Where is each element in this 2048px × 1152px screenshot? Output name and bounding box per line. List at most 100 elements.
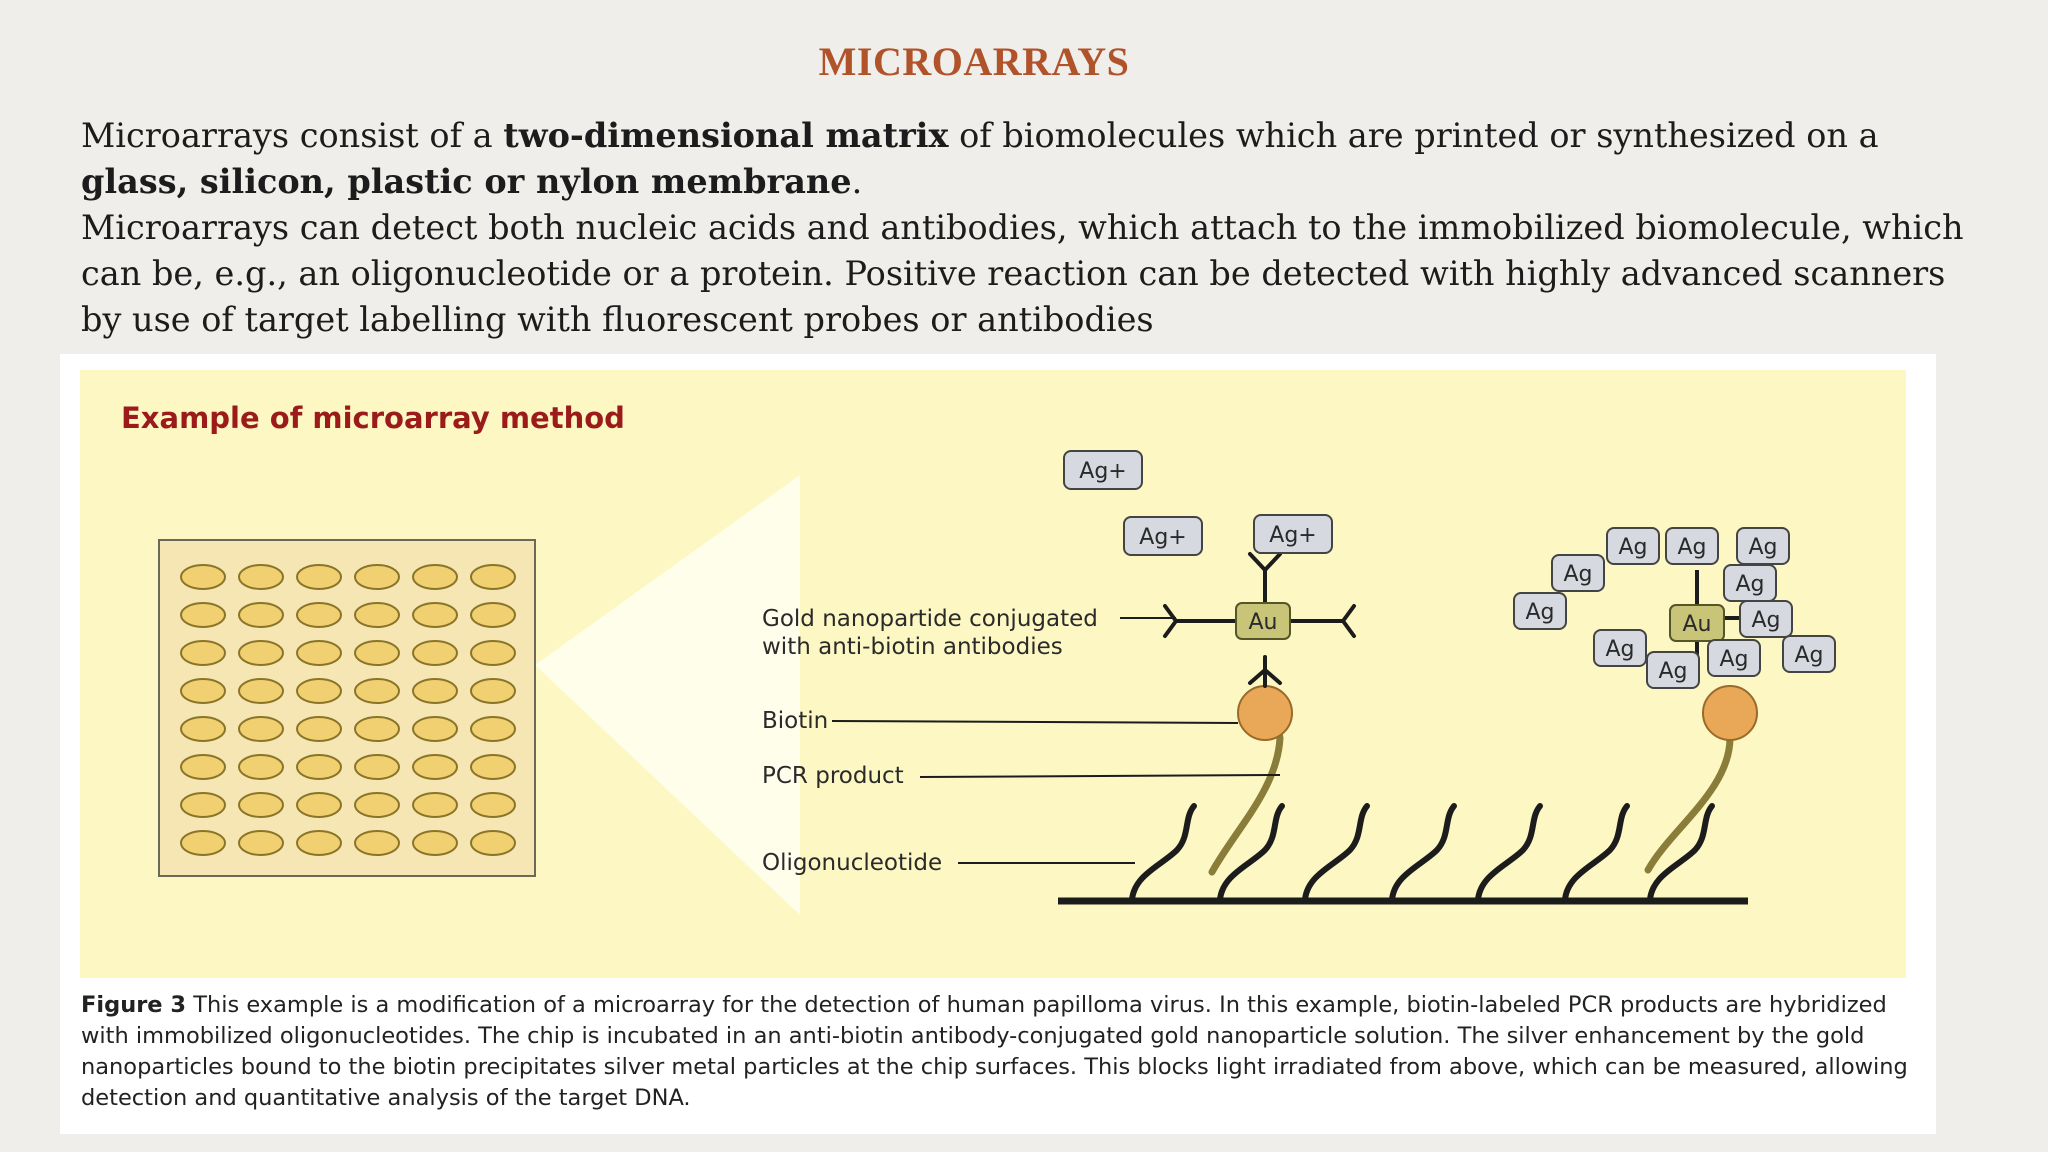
ag-plus-ion: Ag+: [1123, 516, 1203, 556]
chip-spot: [412, 754, 458, 780]
chip-spot: [354, 640, 400, 666]
intro-paragraph-2: Microarrays can detect both nucleic acid…: [81, 208, 1964, 339]
leader-biotin: [831, 720, 1239, 724]
chip-spot: [180, 564, 226, 590]
caption-text: This example is a modification of a micr…: [81, 992, 1908, 1111]
chip-spot: [296, 792, 342, 818]
ag-particle: Ag: [1707, 639, 1761, 677]
chip-spot: [412, 830, 458, 856]
ag-plus-label: Ag+: [1139, 525, 1186, 550]
ag-label: Ag: [1525, 600, 1554, 625]
figure-caption: Figure 3 This example is a modification …: [81, 990, 1911, 1114]
chip-spot: [412, 678, 458, 704]
antibody-assembly-left: Au: [1163, 552, 1356, 876]
chip-spot: [412, 792, 458, 818]
chip-spot: [354, 830, 400, 856]
ag-particle: Ag: [1782, 635, 1836, 673]
chip-spot: [470, 792, 516, 818]
intro-text: Microarrays consist of a two-dimensional…: [81, 113, 1971, 343]
ag-particle: Ag: [1606, 527, 1660, 565]
chip-spot: [296, 564, 342, 590]
label-biotin: Biotin: [762, 708, 828, 734]
diagram-labels: Gold nanopartide conjugated with anti-bi…: [762, 606, 1281, 876]
ag-label: Ag: [1794, 643, 1823, 668]
chip-spot: [470, 754, 516, 780]
ag-particle: Ag: [1665, 527, 1719, 565]
silver-ions: Ag+ Ag+ Ag+: [1063, 450, 1333, 556]
pcr-product-strand-right: [1644, 719, 1734, 874]
figure-panel: Example of microarray method: [80, 370, 1906, 978]
chip-spot: [180, 792, 226, 818]
au-label: Au: [1249, 610, 1278, 635]
chip-spot: [180, 716, 226, 742]
intro-p1-c: of biomolecules which are printed or syn…: [948, 116, 1879, 155]
chip-spot: [296, 602, 342, 628]
chip-spot: [180, 602, 226, 628]
chip-spot: [470, 564, 516, 590]
ag-particle: Ag: [1593, 629, 1647, 667]
ag-label: Ag: [1605, 637, 1634, 662]
magnification-beam: [535, 475, 800, 915]
chip-spot: [412, 564, 458, 590]
ag-plus-ion: Ag+: [1063, 450, 1143, 490]
chip-spot: [470, 716, 516, 742]
ag-plus-ion: Ag+: [1253, 514, 1333, 554]
intro-p1-d: glass, silicon, plastic or nylon membran…: [81, 162, 852, 201]
chip-spot: [470, 640, 516, 666]
chip-spot: [296, 640, 342, 666]
ag-label: Ag: [1748, 535, 1777, 560]
chip-spot: [238, 830, 284, 856]
oligonucleotide-hook: [1475, 803, 1543, 903]
ag-label: Ag: [1735, 572, 1764, 597]
chip-spot: [238, 602, 284, 628]
chip-spot: [238, 792, 284, 818]
chip-spot: [238, 640, 284, 666]
chip-spot: [354, 678, 400, 704]
anti-biotin-antibodies: [1163, 552, 1356, 688]
chip-spots: [180, 564, 516, 856]
chip-spot: [180, 830, 226, 856]
biotin-bead: [1237, 685, 1293, 741]
chip-spot: [238, 754, 284, 780]
au-chip-left: Au: [1235, 602, 1291, 640]
au-chip-right: Au: [1669, 604, 1725, 642]
ag-plus-label: Ag+: [1269, 523, 1316, 548]
chip-spot: [470, 678, 516, 704]
ag-label: Ag: [1618, 535, 1647, 560]
microarray-chip: [158, 539, 536, 877]
ag-plus-label: Ag+: [1079, 459, 1126, 484]
ag-particle: Ag: [1723, 564, 1777, 602]
figure-heading: Example of microarray method: [121, 401, 625, 435]
ag-particle: Ag: [1736, 527, 1790, 565]
intro-paragraph-1: Microarrays consist of a two-dimensional…: [81, 113, 1971, 205]
chip-spot: [296, 716, 342, 742]
oligonucleotides: [1129, 803, 1715, 903]
chip-spot: [354, 716, 400, 742]
chip-spot: [180, 678, 226, 704]
ag-particle: Ag: [1646, 651, 1700, 689]
caption-lead: Figure 3: [81, 992, 187, 1018]
chip-spot: [354, 564, 400, 590]
ag-particle: Ag: [1513, 592, 1567, 630]
chip-spot: [296, 678, 342, 704]
chip-spot: [180, 640, 226, 666]
ag-label: Ag: [1751, 608, 1780, 633]
oligonucleotide-hook: [1562, 803, 1630, 903]
ag-label: Ag: [1719, 647, 1748, 672]
ag-label: Ag: [1658, 659, 1687, 684]
ag-label: Ag: [1563, 562, 1592, 587]
intro-p1-e: .: [851, 162, 863, 201]
oligonucleotide-hook: [1389, 803, 1457, 903]
chip-spot: [354, 792, 400, 818]
chip-spot: [412, 640, 458, 666]
chip-spot: [238, 564, 284, 590]
chip-spot: [238, 678, 284, 704]
microarray-diagram: Example of microarray method: [121, 401, 1836, 915]
chip-spot: [296, 754, 342, 780]
intro-p1-a: Microarrays consist of a: [81, 116, 504, 155]
oligonucleotide-hook: [1302, 803, 1370, 903]
biotin-bead-right: [1702, 685, 1758, 741]
leader-pcr: [919, 774, 1281, 778]
